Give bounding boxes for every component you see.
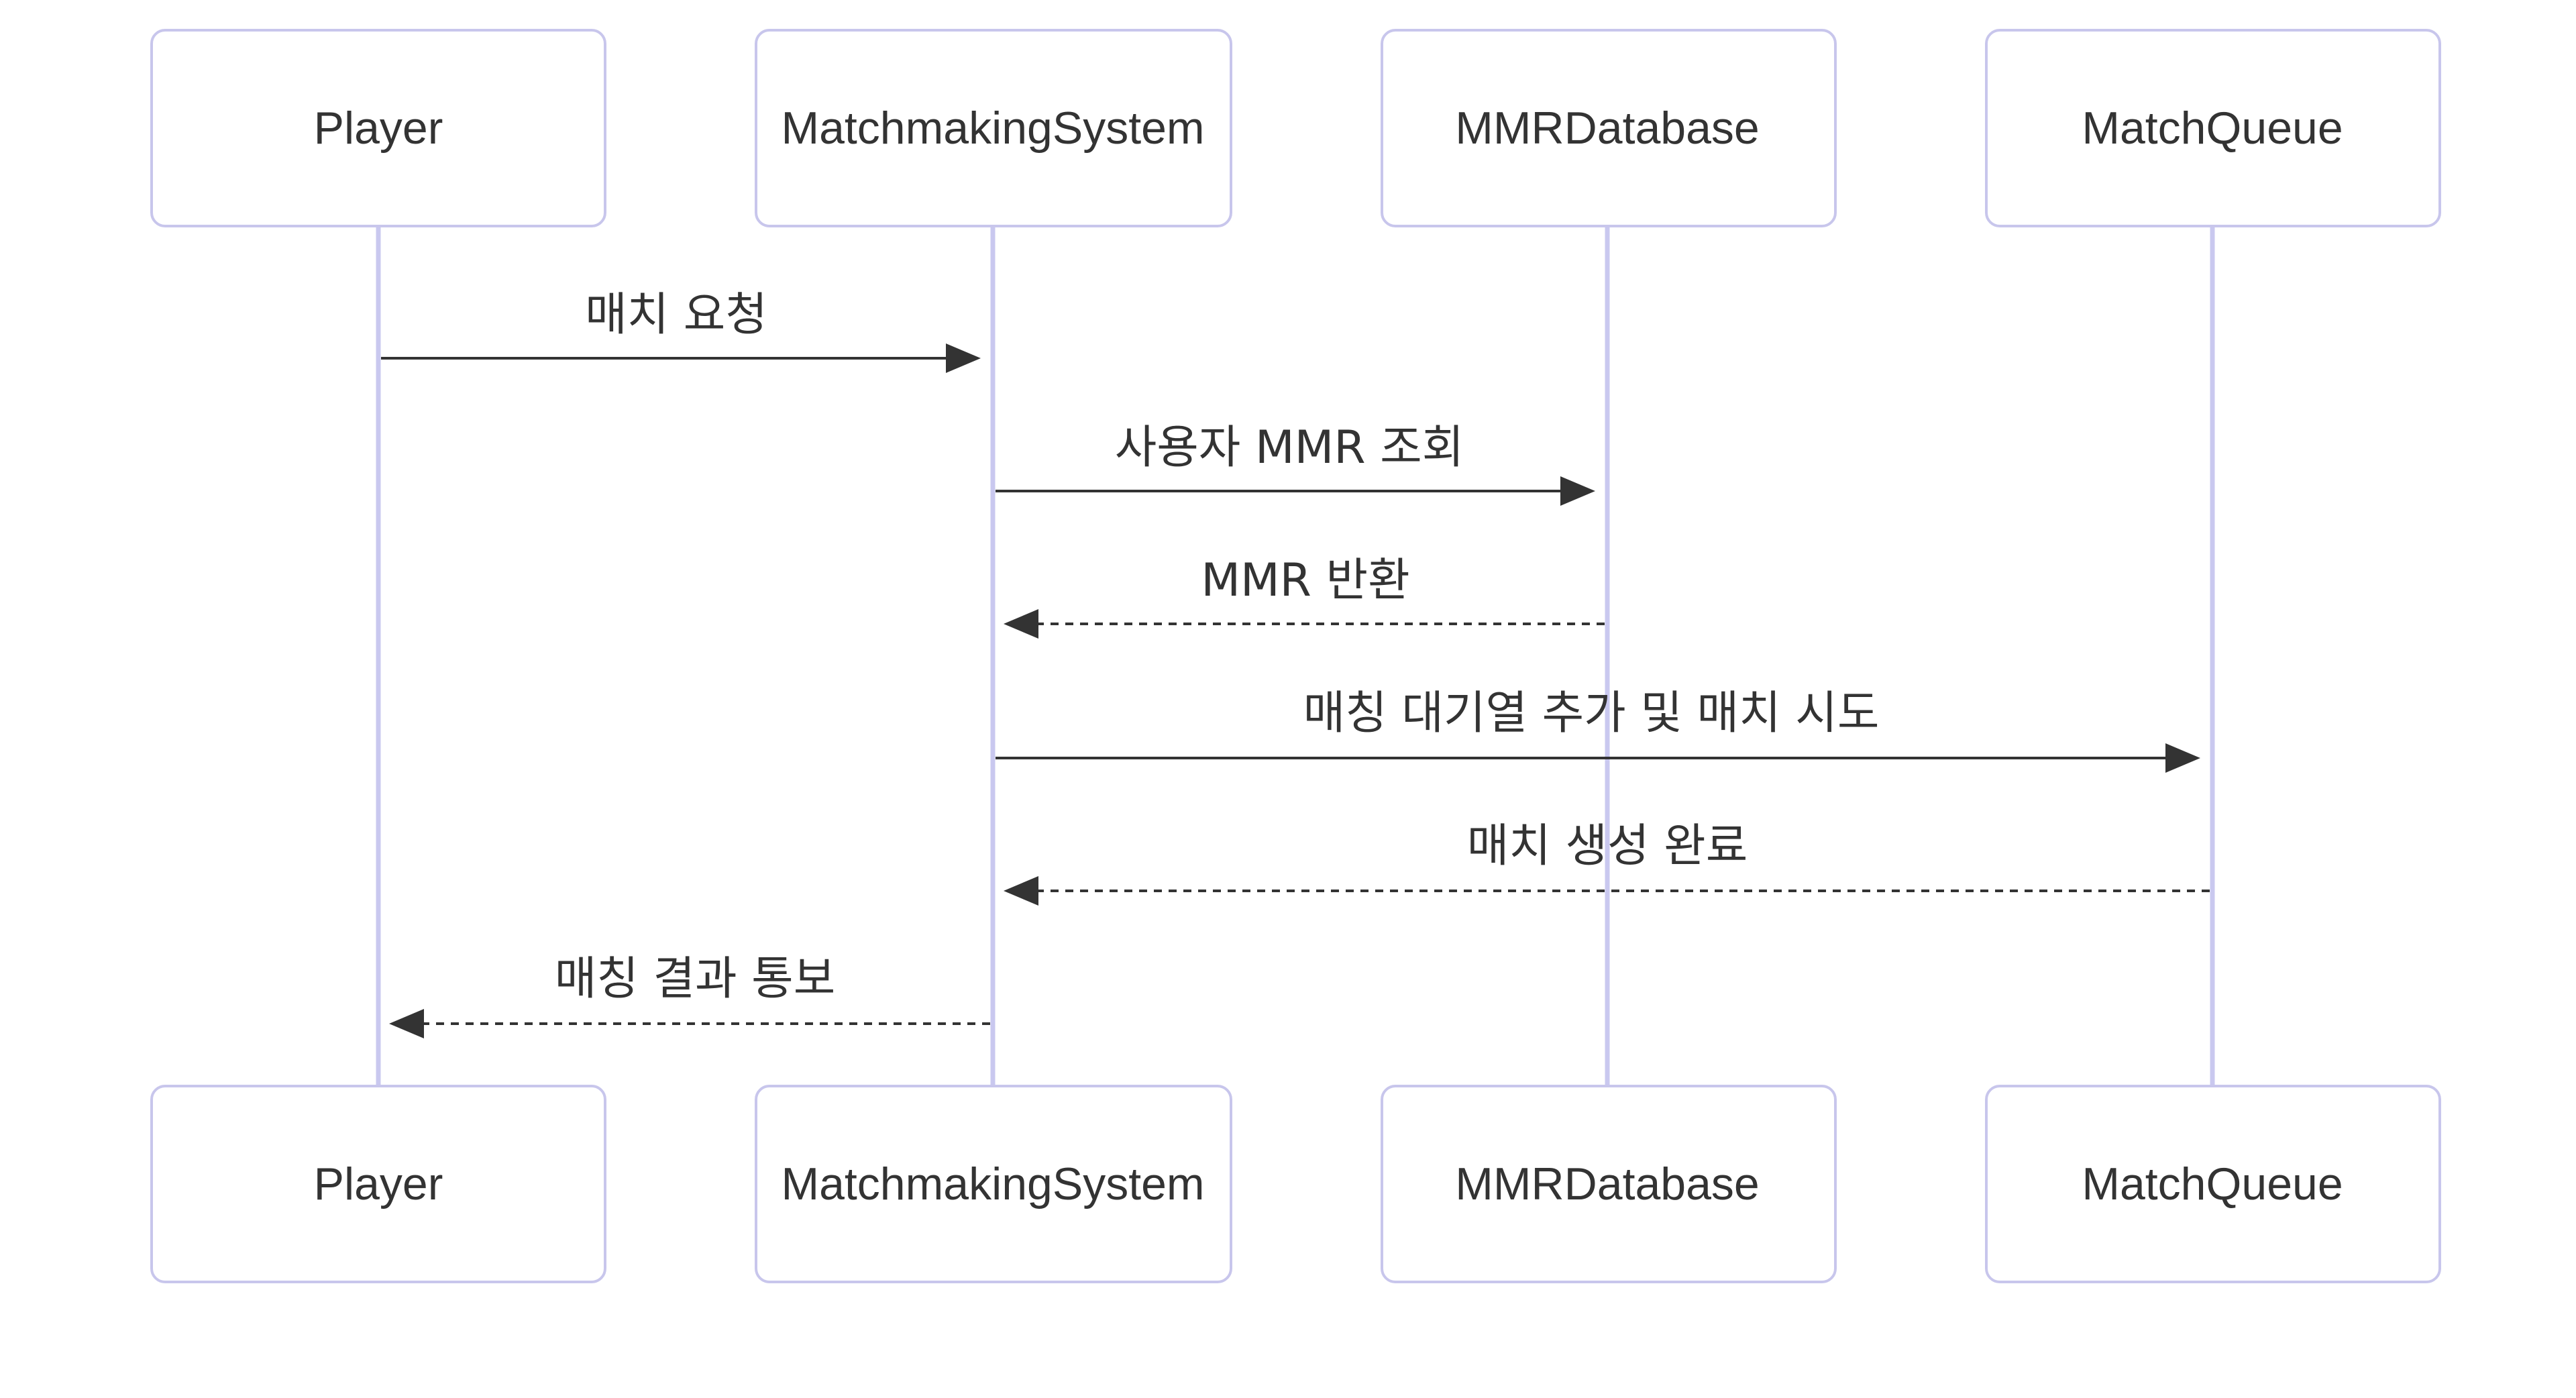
actor-label: Player: [314, 103, 443, 154]
actor-label: MMRDatabase: [1455, 103, 1760, 154]
actor-bottom-queue: MatchQueue: [1985, 1085, 2441, 1283]
message-match-result: 매칭 결과 통보: [389, 953, 990, 1038]
message-label: 매치 요청: [585, 288, 767, 341]
actor-top-matchmaking: MatchmakingSystem: [755, 29, 1232, 227]
message-label: 매칭 대기열 추가 및 매치 시도: [1303, 687, 1880, 740]
message-match-created: 매치 생성 완료: [1004, 820, 2210, 906]
arrowhead-right-icon: [2165, 743, 2200, 773]
message-label: 매치 생성 완료: [1467, 820, 1748, 873]
actor-label: Player: [314, 1159, 443, 1209]
actor-top-queue: MatchQueue: [1985, 29, 2441, 227]
message-match-request: 매치 요청: [381, 288, 981, 373]
message-mmr-return: MMR 반환: [1004, 554, 1605, 639]
actor-label: MatchQueue: [2082, 1159, 2343, 1209]
actor-bottom-mmrdb: MMRDatabase: [1381, 1085, 1837, 1283]
arrowhead-right-icon: [1560, 476, 1595, 506]
actor-label: MatchQueue: [2082, 103, 2343, 154]
actor-bottom-player: Player: [150, 1085, 606, 1283]
arrowhead-right-icon: [946, 343, 981, 373]
message-label: 사용자 MMR 조회: [1115, 421, 1464, 474]
actor-bottom-matchmaking: MatchmakingSystem: [755, 1085, 1232, 1283]
actor-top-player: Player: [150, 29, 606, 227]
actor-label: MatchmakingSystem: [781, 103, 1204, 154]
message-label: 매칭 결과 통보: [555, 953, 836, 1006]
arrowhead-left-icon: [1004, 609, 1038, 639]
message-label: MMR 반환: [1201, 554, 1409, 607]
arrowhead-left-icon: [389, 1009, 424, 1038]
arrowhead-left-icon: [1004, 876, 1038, 906]
actor-label: MMRDatabase: [1455, 1159, 1760, 1209]
actor-label: MatchmakingSystem: [781, 1159, 1204, 1209]
message-queue-add: 매칭 대기열 추가 및 매치 시도: [996, 687, 2200, 773]
message-mmr-lookup: 사용자 MMR 조회: [996, 421, 1595, 506]
actor-top-mmrdb: MMRDatabase: [1381, 29, 1837, 227]
